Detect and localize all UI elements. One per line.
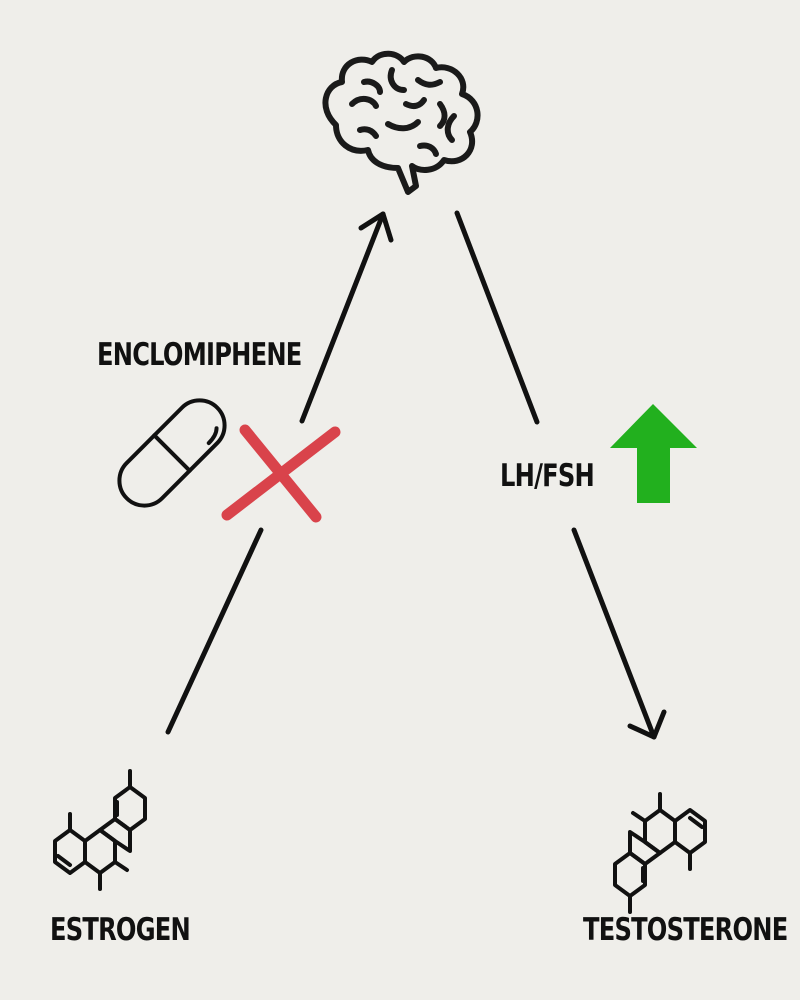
- pill-capsule-icon: [117, 398, 227, 508]
- brain-icon: [322, 50, 481, 195]
- testosterone-arrowhead: [627, 709, 667, 740]
- estrogen-to-block-line: [165, 527, 264, 735]
- green-up-arrow-icon: [610, 404, 697, 503]
- x-mark-icon: [221, 424, 341, 523]
- brain-to-lhfsh-line: [454, 210, 540, 425]
- lh-fsh-label: LH/FSH: [500, 458, 595, 494]
- testosterone-molecule-icon: [613, 792, 707, 914]
- estrogen-label: ESTROGEN: [50, 912, 191, 948]
- block-to-brain-arrow: [299, 211, 386, 424]
- lhfsh-to-testosterone-arrow: [571, 527, 657, 740]
- testosterone-label: TESTOSTERONE: [583, 912, 788, 948]
- estrogen-molecule-icon: [53, 769, 147, 891]
- brain-arrowhead: [358, 211, 394, 243]
- enclomiphene-label: ENCLOMIPHENE: [97, 337, 302, 373]
